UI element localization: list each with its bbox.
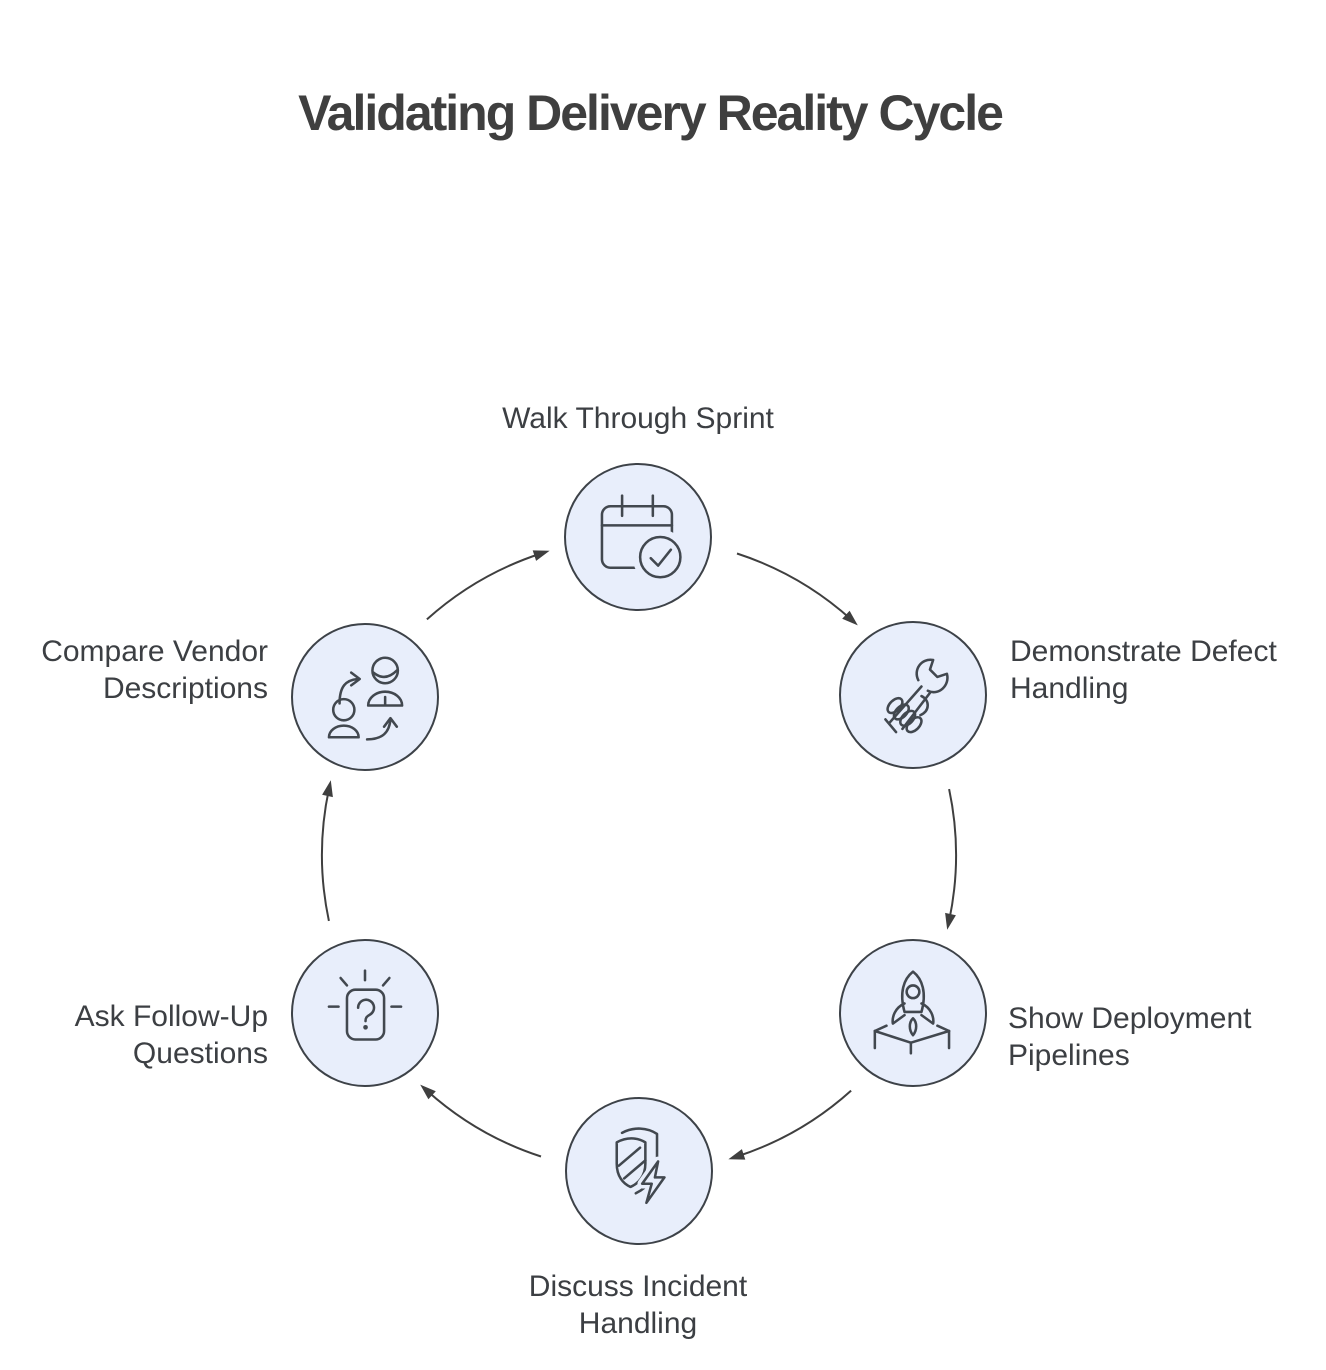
question-card-icon [327, 969, 403, 1041]
node-discuss-incident-handling [565, 1097, 713, 1245]
node-walk-through-sprint [564, 463, 712, 611]
label-ask-follow-up-questions: Ask Follow-Up Questions [74, 1000, 268, 1070]
rocket-launch-icon [873, 970, 951, 1055]
label-discuss-incident-handling: Discuss Incident Handling [528, 1270, 748, 1340]
cycle-arrow [426, 1089, 542, 1158]
cycle-arrowhead [420, 1084, 436, 1100]
cycle-arrowhead [322, 780, 333, 798]
shield-bolt-icon [615, 1127, 670, 1208]
label-compare-vendor-descriptions: Compare Vendor Descriptions [41, 635, 268, 705]
node-ask-follow-up-questions [291, 939, 439, 1087]
diagram-title: Validating Delivery Reality Cycle [298, 85, 1004, 141]
label-show-deployment-pipelines: Show Deployment Pipelines [1008, 1002, 1252, 1072]
cycle-arrowhead [945, 912, 956, 930]
node-compare-vendor-descriptions [291, 623, 439, 771]
cycle-arrow [426, 552, 542, 621]
cycle-arrow [736, 1089, 852, 1158]
node-show-deployment-pipelines [839, 939, 987, 1087]
cycle-arrowhead [842, 610, 858, 626]
cycle-arrowhead [532, 550, 550, 561]
node-demonstrate-defect-handling [839, 621, 987, 769]
wrench-hand-icon [884, 658, 949, 734]
cycle-arrow [948, 788, 957, 922]
label-walk-through-sprint: Walk Through Sprint [502, 402, 774, 435]
label-demonstrate-defect-handling: Demonstrate Defect Handling [1010, 635, 1277, 705]
cycle-arrow [736, 552, 852, 621]
calendar-check-icon [600, 494, 688, 585]
cycle-arrow [321, 788, 330, 922]
cycle-arrowhead [728, 1149, 746, 1160]
people-swap-icon [327, 656, 404, 741]
